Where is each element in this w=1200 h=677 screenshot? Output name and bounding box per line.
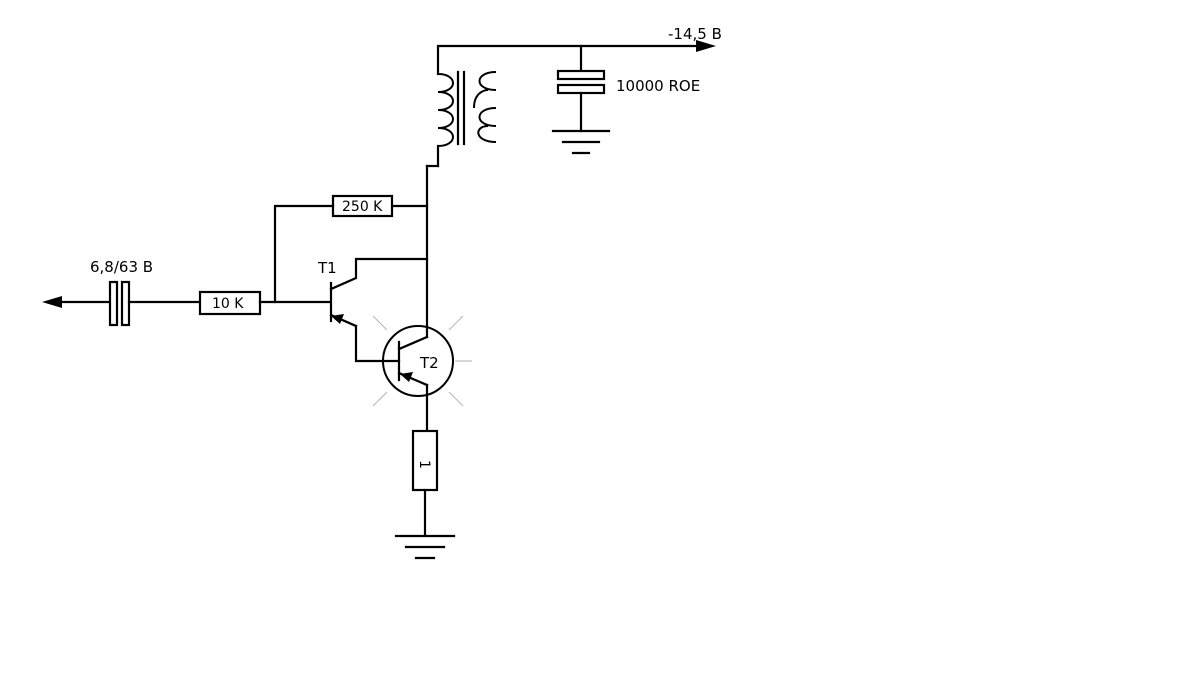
input-resistor xyxy=(198,290,332,316)
emitter-resistor-label: 1 xyxy=(416,460,432,469)
supply-voltage-label: -14,5 B xyxy=(668,25,722,43)
supply-capacitor-label: 10000 ROE xyxy=(616,77,700,95)
input-capacitor-label: 6,8/63 B xyxy=(90,258,153,276)
input-resistor-label: 10 K xyxy=(212,296,244,312)
supply-rail xyxy=(436,40,716,76)
ground-symbol-top xyxy=(551,129,611,155)
supply-capacitor xyxy=(556,44,606,133)
emitter-resistor xyxy=(411,429,439,537)
transistor-t2-label: T2 xyxy=(419,354,439,372)
feedback-resistor-label: 250 K xyxy=(342,199,383,215)
transistor-t2 xyxy=(382,325,454,433)
transformer xyxy=(425,70,497,168)
transistor-t1-label: T1 xyxy=(317,259,337,277)
transistor-t2-glow xyxy=(372,315,472,407)
feedback-resistor xyxy=(273,194,429,304)
input-capacitor xyxy=(108,280,202,327)
transistor-t1 xyxy=(329,257,429,363)
ground-symbol-bottom xyxy=(394,534,456,560)
input-arrow xyxy=(42,296,112,308)
